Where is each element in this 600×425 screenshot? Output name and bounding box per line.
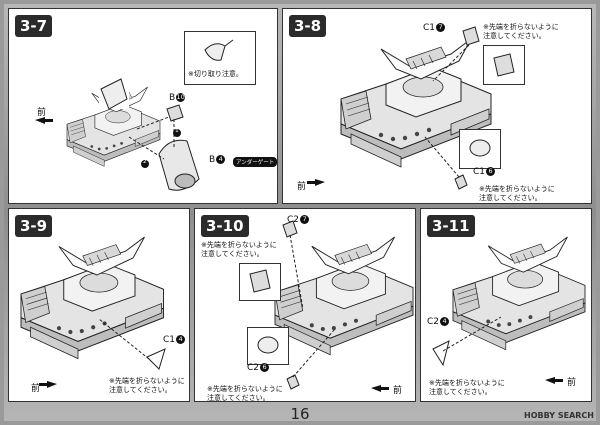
arrow-2-label: 2 [143,158,147,165]
c27-detail-inset [239,263,281,301]
c16-part-icon [469,139,491,157]
hull [274,236,414,356]
c17-part-icon [493,53,515,77]
tip-caution-note-bottom: ※先端を折らないように注意してください。 [479,185,555,202]
front-label: 前 [297,182,307,192]
tip-caution-note: ※先端を折らないように注意してください。 [429,379,505,396]
front-label: 前 [31,384,41,394]
front-arrow [39,381,57,388]
c16-detail-inset [459,129,501,169]
cut-caution-inset: ※切り取り注意。 [184,31,256,85]
gate-detail-icon [204,39,234,61]
front-arrow [307,179,325,186]
step-number: 3-9 [15,215,53,237]
hull [20,236,164,360]
under-gate-tag: アンダーゲート [233,157,277,167]
arrow-1-label: 1 [175,127,179,134]
step-number: 3-10 [201,215,249,237]
page-number: 16 [290,405,310,423]
c27-part-icon [249,269,271,293]
front-arrow [545,377,563,384]
instruction-sheet: 3-7 1 2 前 ※切り取り注意。 [4,4,596,421]
tip-caution-note: ※先端を折らないように注意してください。 [109,377,185,394]
step-number: 3-7 [15,15,53,37]
step-number: 3-8 [289,15,327,37]
front-label: 前 [37,108,47,118]
step-3-8-illustration [307,26,492,190]
front-label: 前 [393,386,403,396]
front-arrow [35,117,53,124]
step-3-9-illustration [20,236,166,388]
part-b10: B10 [169,93,186,103]
hull [452,236,586,351]
cut-caution-note: ※切り取り注意。 [188,70,243,78]
front-label: 前 [567,378,577,388]
c17-detail-inset [483,45,525,85]
watermark: HOBBY SEARCH [524,411,594,420]
tip-caution-note-bottom: ※先端を折らないように注意してください。 [207,385,283,402]
c26-detail-inset [247,327,289,365]
step-number: 3-11 [427,215,475,237]
step-3-11-illustration [432,236,586,384]
step-3-7-illustration [35,78,200,191]
step-3-10-illustration [274,220,414,392]
panel-3-7: 3-7 1 2 前 ※切り取り注意。 [8,8,278,204]
tip-caution-note-top: ※先端を折らないように注意してください。 [201,241,277,258]
tip-caution-note-top: ※先端を折らないように注意してください。 [483,23,559,40]
c26-part-icon [257,336,279,354]
front-arrow [371,385,389,392]
